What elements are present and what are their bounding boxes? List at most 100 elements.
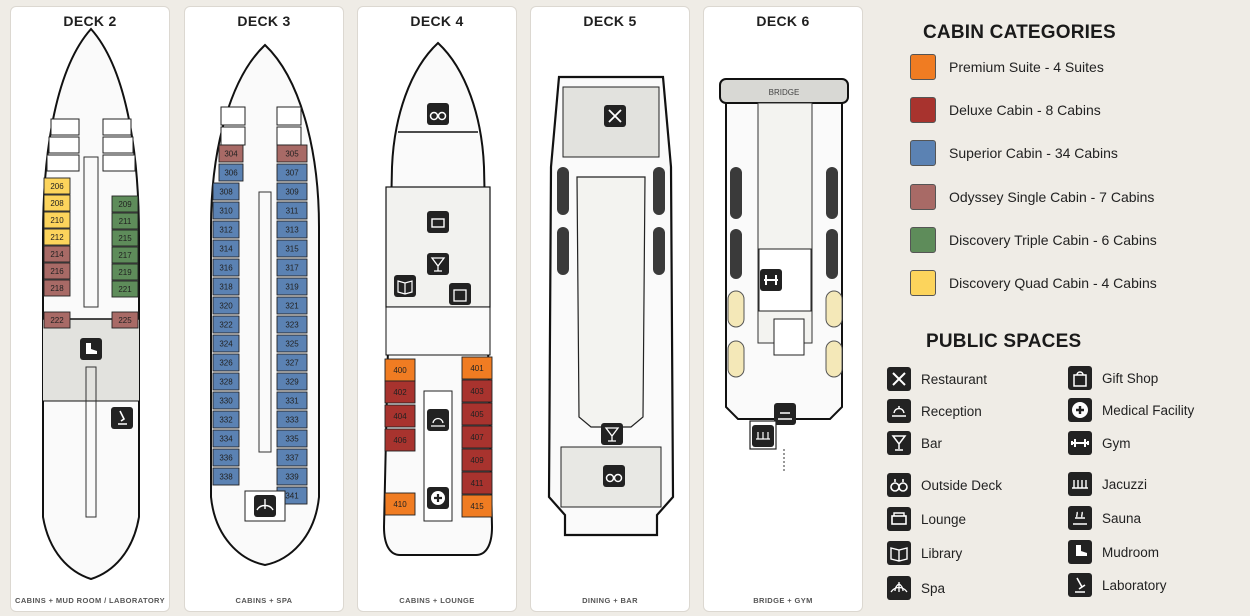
public-space-item: Lounge bbox=[887, 506, 966, 532]
cabin-211 bbox=[111, 212, 139, 230]
cabin-308 bbox=[212, 182, 240, 201]
public-space-item: Sauna bbox=[1068, 505, 1141, 531]
category-swatch bbox=[910, 97, 936, 124]
reception-icon bbox=[427, 409, 449, 431]
cabin-404 bbox=[384, 404, 416, 428]
public-space-item: Medical Facility bbox=[1068, 397, 1194, 423]
cabin-304 bbox=[218, 144, 244, 163]
reception-icon bbox=[887, 399, 911, 423]
cabin-313 bbox=[276, 220, 308, 239]
cabin-320 bbox=[212, 296, 240, 315]
cabin-number: 304 bbox=[224, 150, 238, 159]
cabin-214 bbox=[43, 245, 71, 263]
cabin-310 bbox=[212, 201, 240, 220]
cabin-number: 334 bbox=[219, 435, 233, 444]
cabin-number: 306 bbox=[224, 169, 238, 178]
cabin-402 bbox=[384, 380, 416, 404]
cabin-number: 214 bbox=[50, 250, 64, 259]
category-label: Discovery Triple Cabin - 6 Cabins bbox=[949, 231, 1157, 248]
public-space-item: Outside Deck bbox=[887, 472, 1002, 498]
cabin-number: 338 bbox=[219, 473, 233, 482]
cabin-number: 326 bbox=[219, 359, 233, 368]
deck-title: DECK 6 bbox=[756, 13, 810, 29]
public-space-label: Sauna bbox=[1102, 510, 1142, 526]
category-swatch bbox=[910, 183, 936, 210]
cabin-number: 217 bbox=[118, 251, 132, 260]
category-item: Premium Suite - 4 Suites bbox=[910, 53, 1104, 81]
cabin-411 bbox=[461, 471, 493, 495]
cabin-number: 219 bbox=[118, 268, 132, 277]
cabin-number: 208 bbox=[50, 199, 64, 208]
gift-shop-icon bbox=[1068, 366, 1092, 390]
bar-icon bbox=[887, 431, 911, 455]
category-item: Discovery Quad Cabin - 4 Cabins bbox=[910, 269, 1157, 297]
cabin-306 bbox=[218, 163, 244, 182]
public-space-item: Gym bbox=[1068, 430, 1131, 456]
cabin-number: 330 bbox=[219, 397, 233, 406]
cabin-401 bbox=[461, 356, 493, 380]
category-item: Deluxe Cabin - 8 Cabins bbox=[910, 96, 1101, 124]
cabin-number: 329 bbox=[285, 378, 299, 387]
cabin-330 bbox=[212, 391, 240, 410]
cabin-337 bbox=[276, 448, 308, 467]
public-space-label: Outside Deck bbox=[921, 477, 1003, 493]
gym-icon bbox=[1068, 431, 1092, 455]
category-label: Premium Suite - 4 Suites bbox=[949, 59, 1104, 75]
cabin-314 bbox=[212, 239, 240, 258]
public-space-item: Restaurant bbox=[887, 366, 987, 392]
cabin-categories-title: CABIN CATEGORIES bbox=[923, 22, 1116, 43]
cabin-318 bbox=[212, 277, 240, 296]
cabin-327 bbox=[276, 353, 308, 372]
cabin-221 bbox=[111, 280, 139, 298]
cabin-number: 400 bbox=[393, 366, 407, 375]
public-space-label: Medical Facility bbox=[1102, 402, 1195, 418]
cabin-number: 406 bbox=[393, 436, 407, 445]
category-swatch bbox=[910, 226, 936, 253]
deck-5-plan bbox=[547, 75, 675, 537]
category-item: Odyssey Single Cabin - 7 Cabins bbox=[910, 183, 1154, 211]
binoculars-icon bbox=[887, 473, 911, 497]
cabin-333 bbox=[276, 410, 308, 429]
cabin-208 bbox=[43, 194, 71, 212]
cabin-317 bbox=[276, 258, 308, 277]
cabin-number: 405 bbox=[470, 410, 484, 419]
public-space-label: Mudroom bbox=[1102, 544, 1160, 560]
cabin-number: 320 bbox=[219, 302, 233, 311]
cabin-315 bbox=[276, 239, 308, 258]
cabin-number: 328 bbox=[219, 378, 233, 387]
deck-caption: BRIDGE + GYM bbox=[753, 596, 813, 605]
cabin-307 bbox=[276, 163, 308, 182]
public-spaces-title: PUBLIC SPACES bbox=[926, 331, 1082, 352]
cabin-209 bbox=[111, 195, 139, 213]
cabin-number: 317 bbox=[285, 264, 299, 273]
deck-title: DECK 4 bbox=[410, 13, 464, 29]
public-space-label: Restaurant bbox=[921, 371, 988, 387]
category-item: Superior Cabin - 34 Cabins bbox=[910, 139, 1118, 167]
cabin-309 bbox=[276, 182, 308, 201]
cabin-number: 218 bbox=[50, 284, 64, 293]
cabin-number: 222 bbox=[50, 316, 64, 325]
cabin-216 bbox=[43, 262, 71, 280]
laboratory-icon bbox=[111, 407, 133, 429]
cabin-number: 209 bbox=[118, 200, 132, 209]
public-space-label: Bar bbox=[921, 435, 943, 451]
cabin-215 bbox=[111, 229, 139, 247]
deck-caption: CABINS + LOUNGE bbox=[399, 596, 475, 605]
deck-caption: DINING + BAR bbox=[582, 596, 638, 605]
restaurant-icon bbox=[887, 367, 911, 391]
cabin-325 bbox=[276, 334, 308, 353]
cabin-324 bbox=[212, 334, 240, 353]
bar-icon bbox=[601, 423, 623, 445]
cabin-number: 316 bbox=[219, 264, 233, 273]
cabin-number: 314 bbox=[219, 245, 233, 254]
bar-icon bbox=[427, 253, 449, 275]
cabin-336 bbox=[212, 448, 240, 467]
cabin-206 bbox=[43, 177, 71, 195]
cabin-305 bbox=[276, 144, 308, 163]
cabin-number: 410 bbox=[393, 500, 407, 509]
sauna-icon bbox=[1068, 506, 1092, 530]
cabin-number: 339 bbox=[285, 473, 299, 482]
public-space-item: Library bbox=[887, 540, 962, 566]
cabin-number: 315 bbox=[285, 245, 299, 254]
lounge-icon bbox=[887, 507, 911, 531]
